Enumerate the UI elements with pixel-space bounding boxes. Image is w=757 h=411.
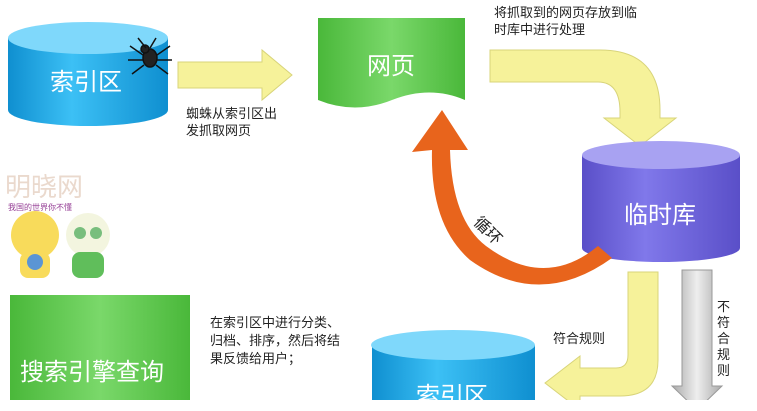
spider-note-line1: 蜘蛛从索引区出: [186, 107, 278, 122]
index-bottom-label: 索引区: [416, 382, 488, 410]
feedback-note-line1: 在索引区中进行分类、: [210, 316, 341, 331]
no-match-arrow: [670, 269, 724, 400]
flow-diagram: 明晓网 我国的世界你不懂: [5, 18, 740, 400]
no-match-label: 不符合规则: [717, 300, 731, 379]
arrow-to-webpage: [177, 48, 293, 102]
store-note-line1: 将抓取到的网页存放到临: [494, 6, 638, 21]
feedback-note-line2: 归档、排序，然后将结: [210, 334, 341, 349]
feedback-note-line3: 果反馈给用户；: [210, 352, 302, 367]
svg-text:我国的世界你不懂: 我国的世界你不懂: [8, 202, 72, 212]
spider-note-line2: 发抓取网页: [186, 124, 252, 139]
spider-note: 蜘蛛从索引区出 发抓取网页: [186, 106, 277, 140]
search-query-label: 搜索引擎查询: [20, 358, 164, 386]
store-note-line2: 时库中进行处理: [494, 23, 586, 38]
svg-text:明晓网: 明晓网: [5, 173, 83, 203]
arrow-to-temp-db: [489, 49, 678, 147]
match-arrow: [544, 271, 659, 400]
webpage-label: 网页: [367, 52, 415, 80]
webpage-document: [318, 18, 465, 108]
search-query-box: [10, 295, 190, 400]
spider-icon: [128, 37, 172, 75]
match-label: 符合规则: [553, 332, 606, 347]
temp-db-cylinder: [582, 141, 740, 262]
feedback-note: 在索引区中进行分类、 归档、排序，然后将结 果反馈给用户；: [210, 315, 340, 369]
loop-arrow: [412, 110, 612, 285]
store-note: 将抓取到的网页存放到临 时库中进行处理: [494, 5, 637, 39]
temp-db-label: 临时库: [624, 201, 696, 229]
index-cylinder-bottom: [371, 330, 535, 400]
watermark-mascots: 明晓网 我国的世界你不懂: [5, 173, 110, 278]
index-top-label: 索引区: [50, 68, 122, 96]
